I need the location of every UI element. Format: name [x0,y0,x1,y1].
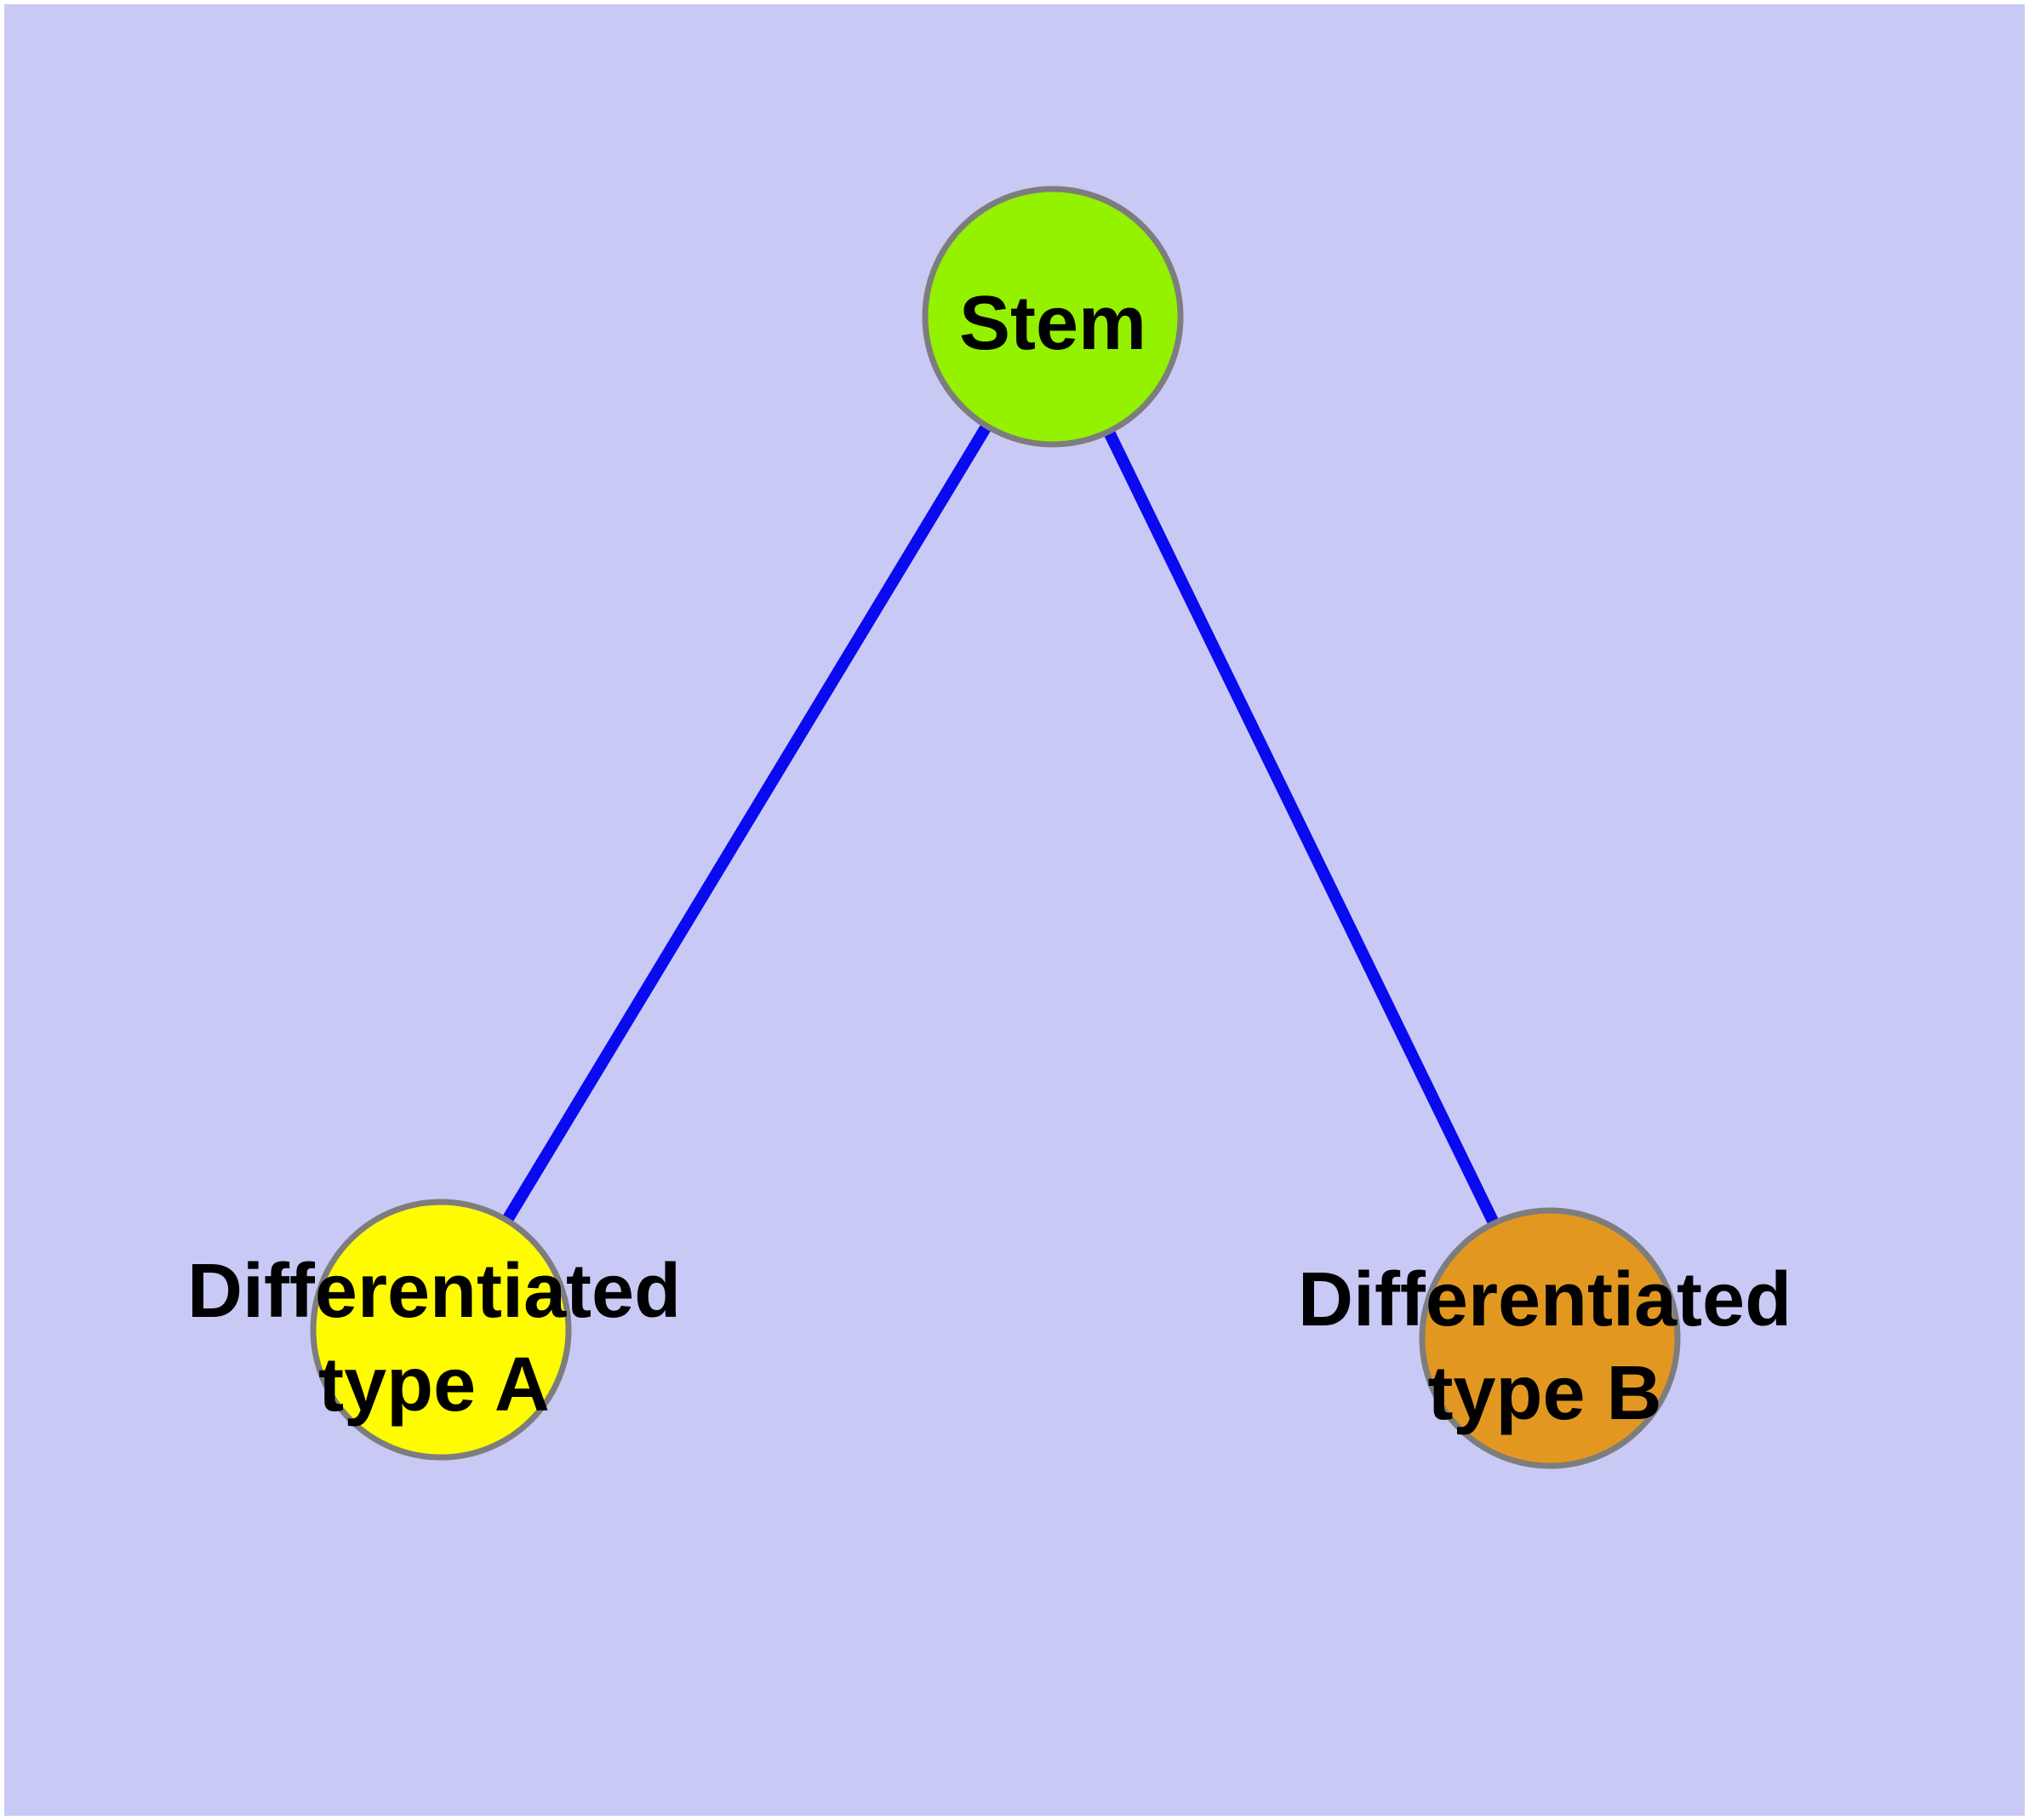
differentiated-type-b-node-label: Differentiated type B [1298,1253,1792,1440]
differentiated-type-b-node-circle [1419,1207,1681,1469]
stem-node-circle [922,186,1184,448]
type-a-label-line2: type A [318,1342,550,1428]
differentiated-type-a-node-label: Differentiated type A [187,1245,681,1432]
type-b-label-line1: Differentiated [1297,1257,1792,1342]
edge-stem-to-type-a [436,313,1058,1333]
edge-stem-to-type-b [1047,313,1556,1342]
stem-node-label-text: Stem [958,281,1147,366]
differentiated-type-a-node-circle [310,1199,572,1461]
type-b-label-line2: type B [1427,1351,1662,1436]
stem-node-label: Stem [959,277,1146,370]
type-a-label-line1: Differentiated [186,1249,682,1334]
